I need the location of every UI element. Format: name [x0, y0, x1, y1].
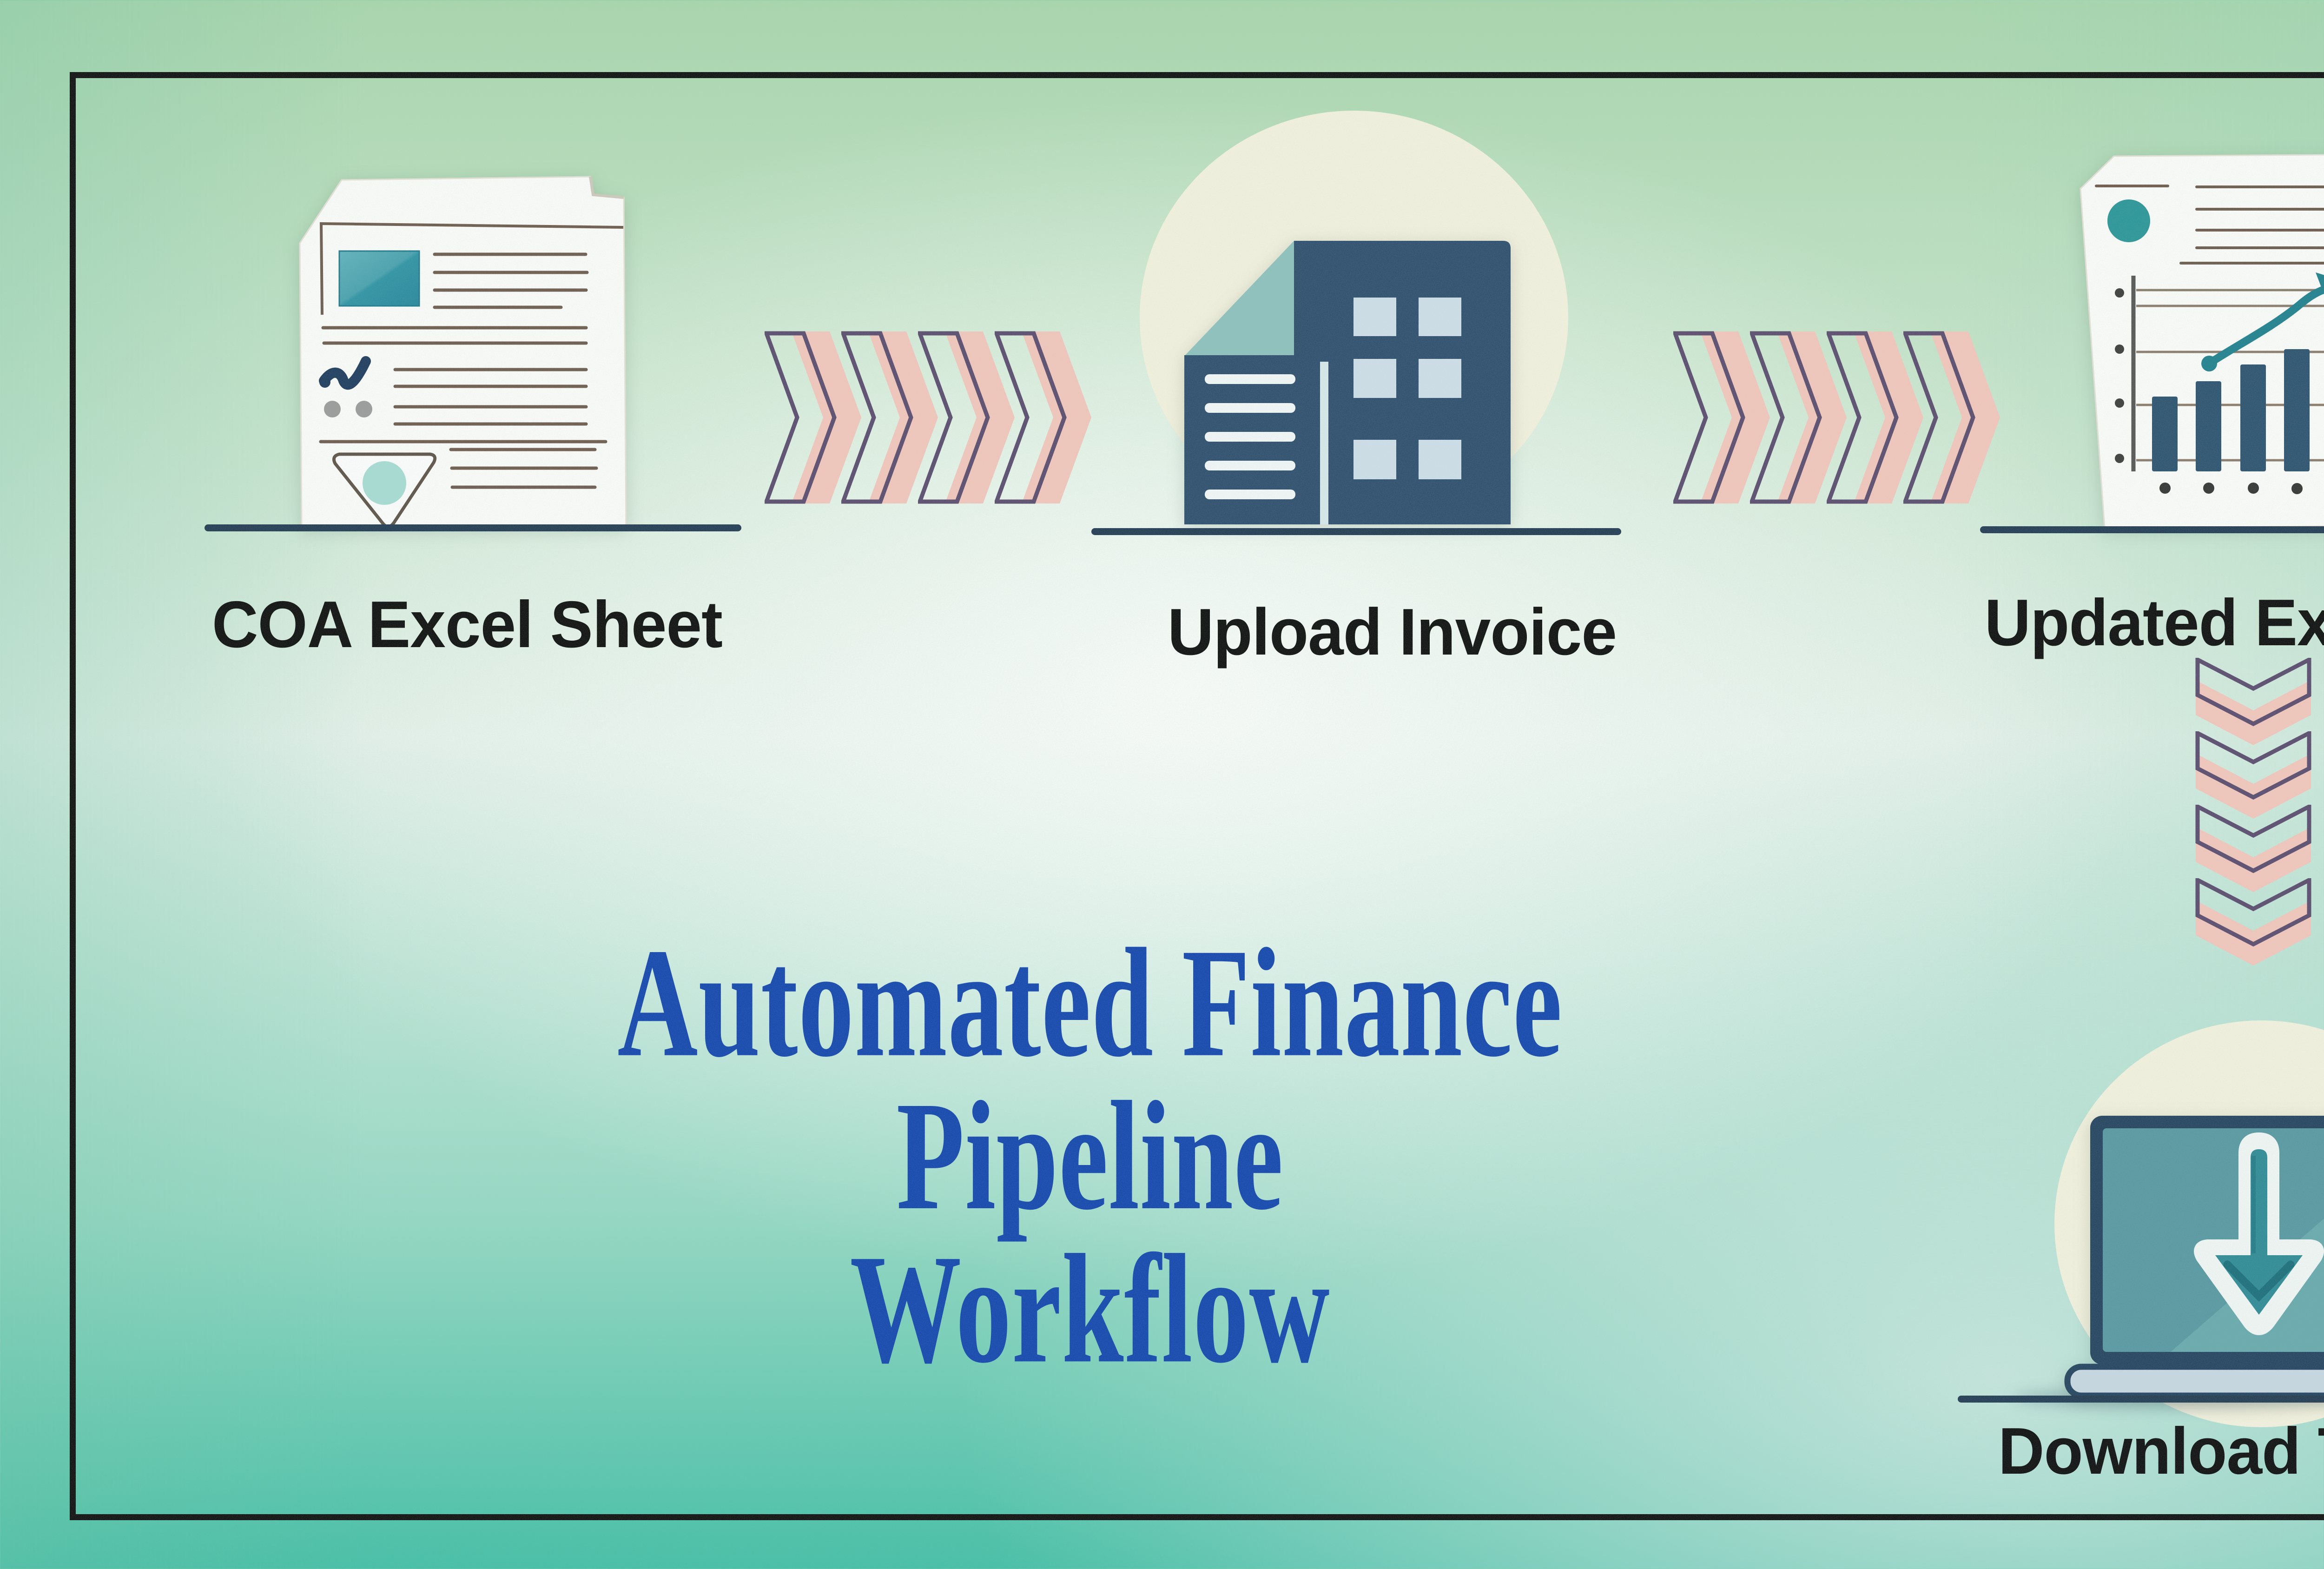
step-label-download: Download The file	[1998, 1414, 2324, 1488]
connector-chevrons-down	[2195, 658, 2311, 974]
step-label-coa: COA Excel Sheet	[211, 588, 723, 662]
chevron-right-icon	[1903, 331, 2000, 504]
spreadsheet-document-icon	[299, 176, 627, 529]
ground-line-coa	[205, 524, 741, 531]
ground-line-building	[1091, 528, 1621, 535]
page-title-line2: Workflow	[850, 1222, 1330, 1396]
connector-chevrons-1	[765, 331, 1095, 504]
ground-line-chart	[1980, 526, 2324, 533]
chevron-right-icon	[995, 331, 1091, 504]
laptop-download-icon	[2064, 1116, 2324, 1399]
step-label-upload: Upload Invoice	[1167, 595, 1617, 669]
page-title: Automated Finance Pipeline Workflow	[532, 916, 1648, 1396]
chevron-down-icon	[2195, 878, 2311, 966]
building-invoice-icon	[1184, 241, 1511, 524]
chart-document-icon	[2080, 154, 2324, 529]
page-title-line1: Automated Finance Pipeline	[617, 916, 1563, 1242]
connector-chevrons-2	[1673, 331, 2003, 504]
step-label-updated: Updated Excel sheet	[1984, 586, 2324, 660]
ground-line-laptop	[1958, 1396, 2324, 1403]
